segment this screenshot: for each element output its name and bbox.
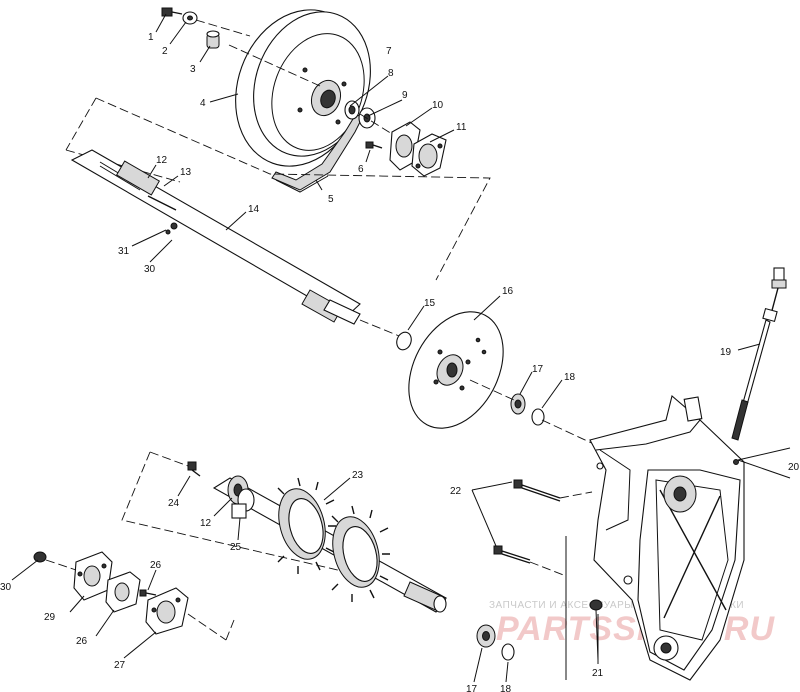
label-12-lower: 12: [200, 518, 212, 529]
bolt-6: [365, 141, 383, 149]
label-4: 4: [200, 98, 206, 109]
label-25: 25: [230, 542, 242, 553]
label-15: 15: [424, 298, 436, 309]
label-17-upper: 17: [532, 364, 544, 375]
label-18-lower: 18: [500, 684, 512, 692]
bearing-housing-11: [411, 133, 447, 177]
label-1: 1: [148, 32, 154, 43]
spacer-3: [206, 30, 220, 49]
flange-26: [105, 571, 141, 613]
leader-lines: [11, 13, 761, 683]
bolt-26: [139, 589, 157, 597]
seal-25: [231, 503, 247, 519]
drive-pulley: [235, 9, 371, 167]
bolt-24: [187, 461, 201, 477]
label-12-upper: 12: [156, 155, 168, 166]
label-8: 8: [388, 68, 394, 79]
bolt-22-lower: [493, 545, 531, 564]
watermark: PARTSSPOR.RU ЗАПЧАСТИ И АКСЕССУАРЫ ДЛЯ М…: [489, 600, 775, 648]
brake-disc: [408, 311, 504, 429]
drive-pulley-group: [161, 7, 447, 193]
envelope-shaft: [95, 97, 491, 281]
label-11: 11: [456, 122, 467, 133]
label-27: 27: [114, 660, 126, 671]
dipstick: [731, 267, 787, 441]
label-23: 23: [352, 470, 364, 481]
snap-ring-15: [396, 331, 412, 351]
watermark-caption: ЗАПЧАСТИ И АКСЕССУАРЫ ДЛЯ МОТОТЕХНИКИ: [489, 600, 744, 611]
ring-18-lower: [501, 643, 515, 661]
flange-29: [73, 551, 113, 601]
label-24: 24: [168, 498, 180, 509]
label-3: 3: [190, 64, 196, 75]
label-7: 7: [386, 46, 392, 57]
track-drive-shaft: [212, 477, 447, 613]
label-17-lower: 17: [466, 684, 478, 692]
label-16: 16: [502, 286, 514, 297]
label-31: 31: [118, 246, 130, 257]
label-10: 10: [432, 100, 444, 111]
ring-18-upper: [531, 408, 545, 426]
nut-21: [589, 599, 603, 611]
label-21: 21: [592, 668, 604, 679]
nut-30-lower: [33, 551, 47, 563]
label-9: 9: [402, 90, 408, 101]
label-26-lower: 26: [76, 636, 88, 647]
watermark-brand: PARTSSPOR.RU: [496, 610, 775, 648]
envelope-track-shaft: [121, 451, 425, 591]
label-26-upper: 26: [150, 560, 162, 571]
flange-27: [145, 587, 189, 635]
label-29: 29: [44, 612, 56, 623]
part-labels: 1 2 3 4 5 6 7 8 9 10 11 12 13 14 15 16 1…: [0, 32, 800, 692]
drive-shaft: [70, 149, 405, 339]
shaft-pin-31: [170, 222, 178, 230]
chaincase: [589, 395, 745, 681]
label-30-lower: 30: [0, 582, 12, 593]
label-18-upper: 18: [564, 372, 576, 383]
label-14: 14: [248, 204, 260, 215]
label-22: 22: [450, 486, 462, 497]
label-13: 13: [180, 167, 192, 178]
bolt-1: [161, 7, 183, 17]
label-30-upper: 30: [144, 264, 156, 275]
label-2: 2: [162, 46, 168, 57]
label-19: 19: [720, 347, 732, 358]
label-5: 5: [328, 194, 334, 205]
bolt-22-upper: [513, 479, 561, 502]
label-20: 20: [788, 462, 800, 473]
label-6: 6: [358, 164, 364, 175]
